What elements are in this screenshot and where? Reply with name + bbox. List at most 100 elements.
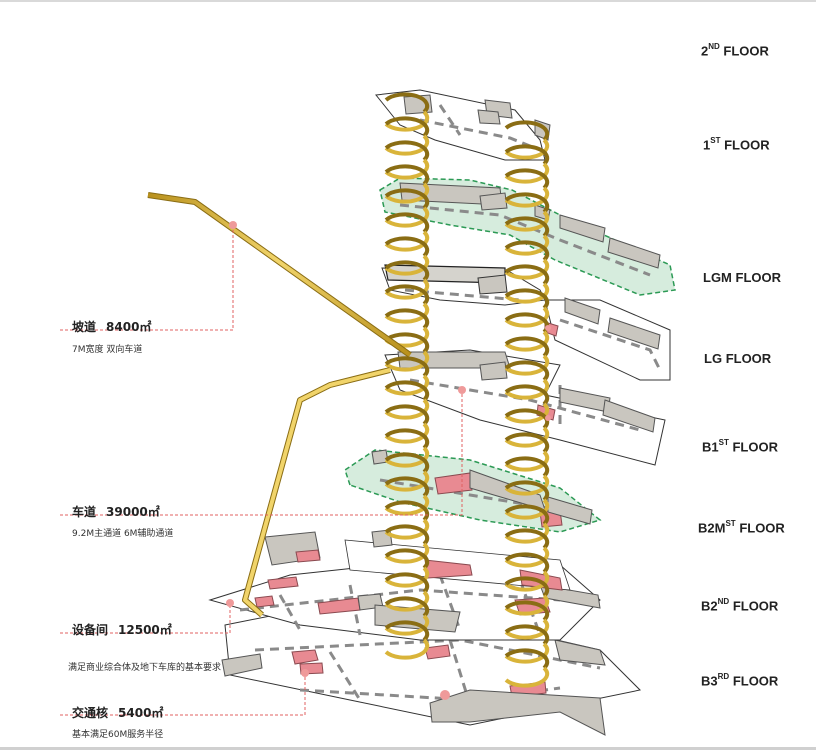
helix-turn-front [504,498,550,520]
helix-turn-back [384,92,430,114]
floor-label-b2m: B2MST FLOOR [698,519,785,536]
helix-column-right [504,120,550,688]
helix-turn-front [384,230,430,252]
helix-turn-back [384,116,430,138]
helix-turn-front [384,590,430,612]
annotation-core-desc: 基本满足60M服务半径 [72,730,164,740]
annotation-ramp-area: 8400㎡ [106,320,152,334]
helix-turn-front [384,302,430,324]
helix-turn-back [504,456,550,478]
helix-turn-front [504,642,550,664]
long-ramp-top [147,192,412,358]
helix-turn-back [504,528,550,550]
helix-turn-front [384,446,430,468]
slab-lgm-dark [381,264,546,306]
slab-2nd [375,89,551,161]
helix-turn-back [384,356,430,378]
helix-turn-front [504,594,550,616]
top-border [0,0,816,2]
helix-turn-front [384,182,430,204]
helix-turn-back [384,212,430,234]
helix-turn-front [504,138,550,160]
helix-turn-back [504,192,550,214]
helix-turn-back [504,288,550,310]
helix-turn-front [504,450,550,472]
helix-turn-front [504,258,550,280]
helix-turn-front [384,422,430,444]
helix-turn-back [504,408,550,430]
helix-turn-front [504,186,550,208]
helix-turn-front [384,470,430,492]
helix-turn-front [384,494,430,516]
floor-label-b1: B1ST FLOOR [702,438,778,455]
helix-turn-front [384,206,430,228]
helix-column-left [384,92,430,660]
helix-turn-back [504,168,550,190]
helix-turn-back [504,264,550,286]
floor-label-b2: B2ND FLOOR [701,597,779,614]
helix-turn-front [504,210,550,232]
annotation-equipment-area: 12500㎡ [118,623,172,637]
helix-turn-back [504,432,550,454]
floor-label-1st: 1ST FLOOR [703,136,770,153]
helix-turn-back [384,260,430,282]
helix-turn-back [384,452,430,474]
helix-turn-back [384,500,430,522]
helix-turn-back [504,216,550,238]
floor-label-2nd: 2ND FLOOR [701,42,769,59]
helix-turn-back [504,144,550,166]
helix-turn-front [384,398,430,420]
floor-label-b3: B3RD FLOOR [701,672,779,689]
helix-turn-front [504,282,550,304]
helix-turn-back [384,620,430,642]
helix-turn-front [384,542,430,564]
helix-turn-back [384,140,430,162]
helix-turn-back [504,360,550,382]
helix-turn-front [384,638,430,660]
helix-turn-back [384,596,430,618]
helix-turn-back [504,240,550,262]
helix-turn-front [504,474,550,496]
helix-turn-back [384,332,430,354]
helix-turn-back [504,384,550,406]
helix-turn-back [504,624,550,646]
annotation-equipment-desc: 满足商业综合体及地下车库的基本要求 [68,663,222,673]
helix-turn-front [384,518,430,540]
helix-turn-back [504,504,550,526]
helix-turn-front [504,426,550,448]
helix-turn-back [384,404,430,426]
helix-turn-front [384,254,430,276]
helix-turn-front [384,350,430,372]
helix-turn-back [384,308,430,330]
helix-turn-back [384,284,430,306]
helix-turn-front [384,278,430,300]
helix-turn-back [384,428,430,450]
helix-turn-back [384,524,430,546]
helix-turn-front [384,374,430,396]
annotation-ramp-desc: 7M宽度 双向车道 [72,345,143,355]
helix-turn-back [504,120,550,142]
helix-turn-front [504,330,550,352]
helix-turn-front [504,162,550,184]
helix-turn-front [504,570,550,592]
helix-turn-front [384,158,430,180]
helix-turn-back [384,548,430,570]
helix-turn-back [384,572,430,594]
helix-turn-front [384,614,430,636]
helix-turn-back [384,380,430,402]
helix-turn-front [504,234,550,256]
helix-turn-front [504,306,550,328]
helix-turn-front [384,134,430,156]
helix-turn-back [384,164,430,186]
helix-turn-front [504,546,550,568]
helix-turn-back [504,576,550,598]
bottom-border [0,747,816,750]
helix-turn-front [504,618,550,640]
helix-turn-back [504,600,550,622]
helix-turn-back [384,236,430,258]
